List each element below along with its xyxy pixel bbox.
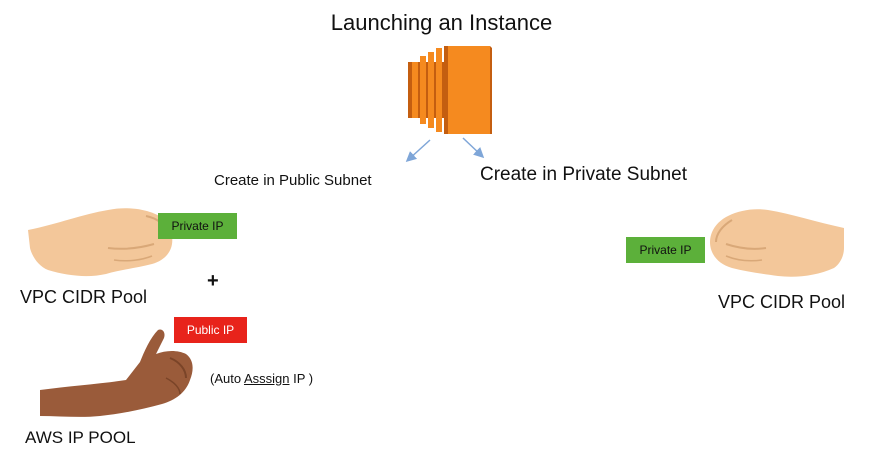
private-ip-tag-private: Private IP — [626, 237, 705, 263]
vpc-cidr-pool-label-left: VPC CIDR Pool — [20, 287, 148, 307]
hand-aws-icon — [40, 329, 193, 417]
aws-ip-pool-label: AWS IP POOL — [25, 428, 136, 447]
public-subnet-label: Create in Public Subnet — [214, 172, 372, 189]
vpc-cidr-pool-label-right: VPC CIDR Pool — [718, 292, 846, 312]
arrow-public — [405, 139, 431, 163]
auto-suffix: IP ) — [289, 371, 314, 386]
auto-assign-note: (Auto Asssign IP ) — [210, 371, 313, 386]
auto-word: Asssign — [243, 371, 290, 386]
auto-prefix: (Auto — [210, 371, 244, 386]
hand-left-icon — [28, 208, 173, 277]
ec2-instance-icon — [408, 46, 492, 134]
arrow-private — [462, 137, 485, 159]
private-ip-tag-public: Private IP — [158, 213, 237, 239]
private-subnet-label: Create in Private Subnet — [480, 164, 688, 185]
plus-sign: + — [207, 270, 219, 292]
page-title: Launching an Instance — [330, 10, 553, 35]
public-ip-tag: Public IP — [174, 317, 247, 343]
hand-right-icon — [710, 209, 844, 277]
